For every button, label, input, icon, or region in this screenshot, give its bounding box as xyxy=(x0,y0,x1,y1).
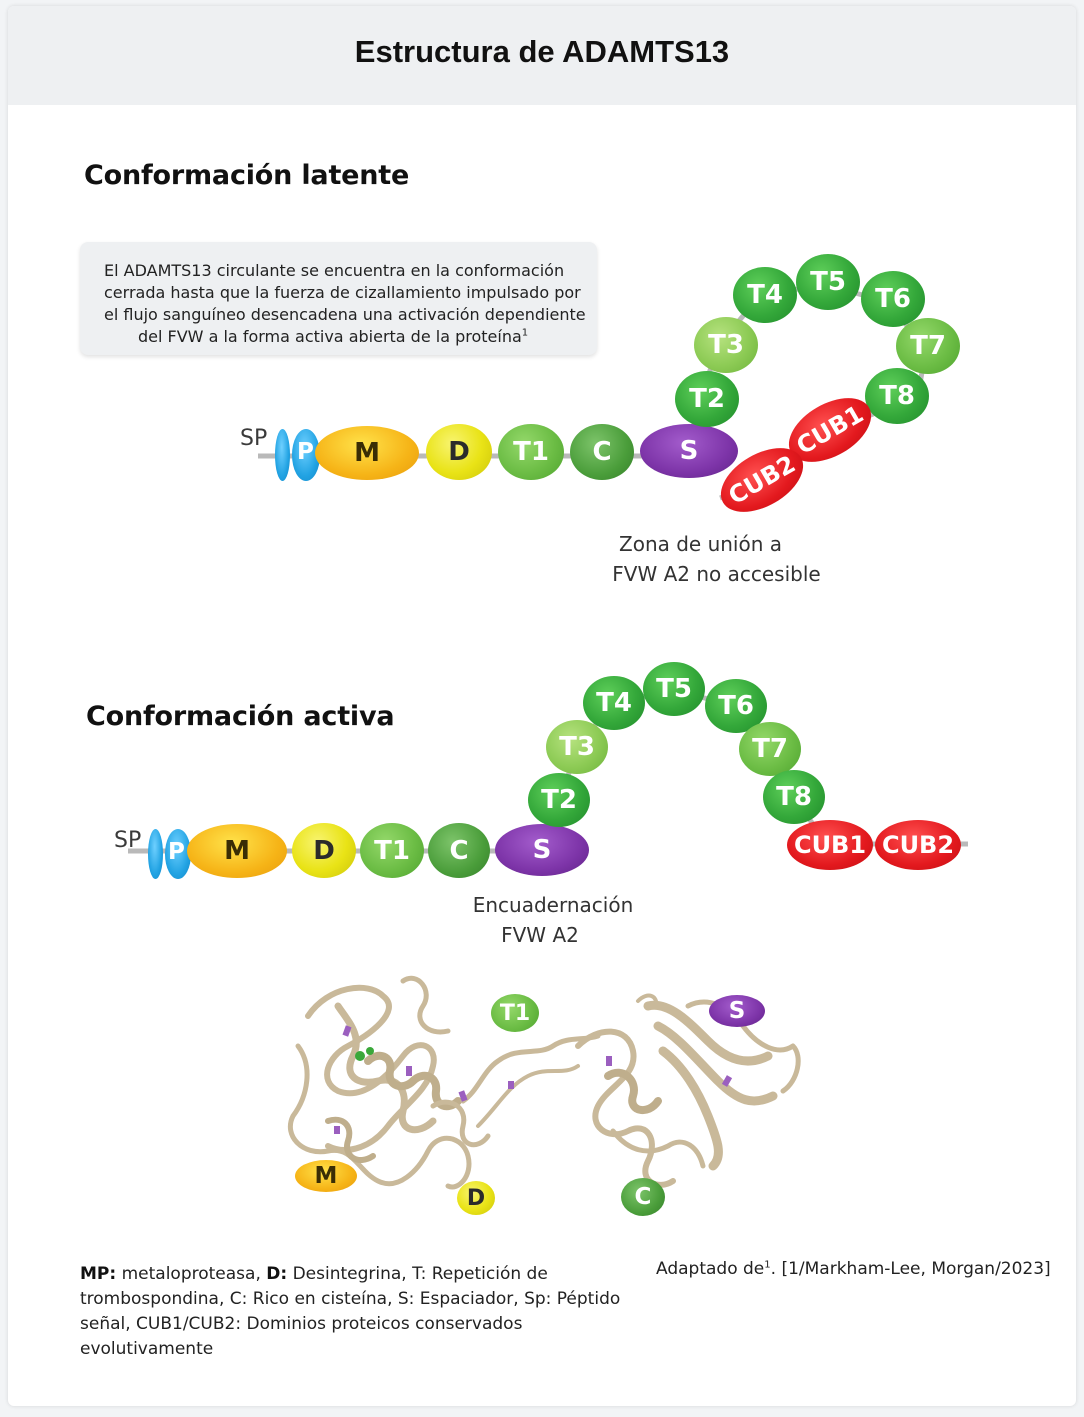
latent-t2-domain: T2 xyxy=(675,371,739,427)
latent-t4-domain: T4 xyxy=(733,267,797,323)
header-bar: Estructura de ADAMTS13 xyxy=(8,6,1076,105)
latent-c-domain: C xyxy=(570,424,634,480)
latent-info-box: El ADAMTS13 circulante se encuentra en l… xyxy=(80,242,597,355)
ribbon-t1-badge: T1 xyxy=(491,994,539,1032)
figure-card: Estructura de ADAMTS13 Conformación late… xyxy=(8,6,1076,1406)
active-t2-domain: T2 xyxy=(528,773,590,827)
active-propeptide-domain xyxy=(165,829,191,879)
protein-ribbon-structure xyxy=(288,976,801,1190)
page-title: Estructura de ADAMTS13 xyxy=(354,34,730,69)
active-c-domain: C xyxy=(428,823,490,878)
legend-text-rest: Desintegrina, T: Repetición de trombospo… xyxy=(80,1264,621,1359)
latent-signal-peptide-domain xyxy=(275,429,290,481)
active-d-domain: D xyxy=(292,823,356,878)
latent-t5-domain: T5 xyxy=(796,254,860,310)
citation-prefix: Adaptado de xyxy=(656,1259,765,1279)
active-cub2-domain: CUB2 xyxy=(875,820,961,870)
active-t1-domain: T1 xyxy=(360,823,424,878)
ribbon-s-badge: S xyxy=(709,995,765,1027)
abbreviation-legend: MP: metaloproteasa, D: Desintegrina, T: … xyxy=(80,1262,660,1362)
latent-t3-domain: T3 xyxy=(694,317,758,373)
active-t6-domain: T6 xyxy=(705,679,767,733)
ribbon-m-badge: M xyxy=(295,1160,357,1192)
latent-t7-domain: T7 xyxy=(896,318,960,374)
active-signal-peptide-domain xyxy=(148,829,163,879)
latent-caption-line-1: Zona de unión a xyxy=(619,532,783,556)
latent-p-label: P xyxy=(297,439,314,465)
active-t8-domain: T8 xyxy=(763,770,825,824)
latent-m-domain: M xyxy=(315,426,419,480)
info-line-2: cerrada hasta que la fuerza de cizallami… xyxy=(104,283,581,302)
ribbon-d-badge: D xyxy=(457,1181,495,1215)
active-m-domain: M xyxy=(187,824,287,878)
info-line-4-text: del FVW a la forma activa abierta de la … xyxy=(138,327,522,346)
active-p-label: P xyxy=(168,839,185,865)
latent-heading: Conformación latente xyxy=(84,160,410,191)
active-heading: Conformación activa xyxy=(86,701,395,732)
latent-s-domain: S xyxy=(640,424,738,478)
active-t3-domain: T3 xyxy=(546,720,608,774)
active-t7-domain: T7 xyxy=(739,722,801,776)
active-caption-line-1: Encuadernación xyxy=(472,893,634,917)
citation-superscript: 1 xyxy=(764,1259,771,1271)
latent-t8-domain: T8 xyxy=(865,368,929,424)
latent-t6-domain: T6 xyxy=(861,271,925,327)
info-line-4: del FVW a la forma activa abierta de la … xyxy=(138,327,528,346)
active-s-domain: S xyxy=(495,824,589,876)
legend-abbr-mp: MP: xyxy=(80,1264,117,1284)
latent-sp-label: SP xyxy=(240,426,268,451)
citation: Adaptado de1. [1/Markham-Lee, Morgan/202… xyxy=(656,1259,1051,1279)
active-t5-domain: T5 xyxy=(643,662,705,716)
active-t4-domain: T4 xyxy=(583,676,645,730)
active-cub1-domain: CUB1 xyxy=(787,820,873,870)
info-line-1: El ADAMTS13 circulante se encuentra en l… xyxy=(104,261,565,280)
latent-t1-domain: T1 xyxy=(498,424,564,480)
latent-d-domain: D xyxy=(426,424,492,480)
citation-reference: . [1/Markham-Lee, Morgan/2023] xyxy=(770,1259,1051,1279)
info-line-3: el flujo sanguíneo desencadena una activ… xyxy=(104,305,586,324)
latent-caption-line-2: FVW A2 no accesible xyxy=(612,562,821,586)
info-superscript: 1 xyxy=(521,327,529,339)
legend-abbr-d: D: xyxy=(266,1264,288,1284)
active-sp-label: SP xyxy=(114,828,142,853)
legend-text-mp: metaloproteasa, xyxy=(116,1264,267,1284)
active-caption-line-2: FVW A2 xyxy=(501,923,579,947)
ribbon-c-badge: C xyxy=(621,1178,665,1216)
